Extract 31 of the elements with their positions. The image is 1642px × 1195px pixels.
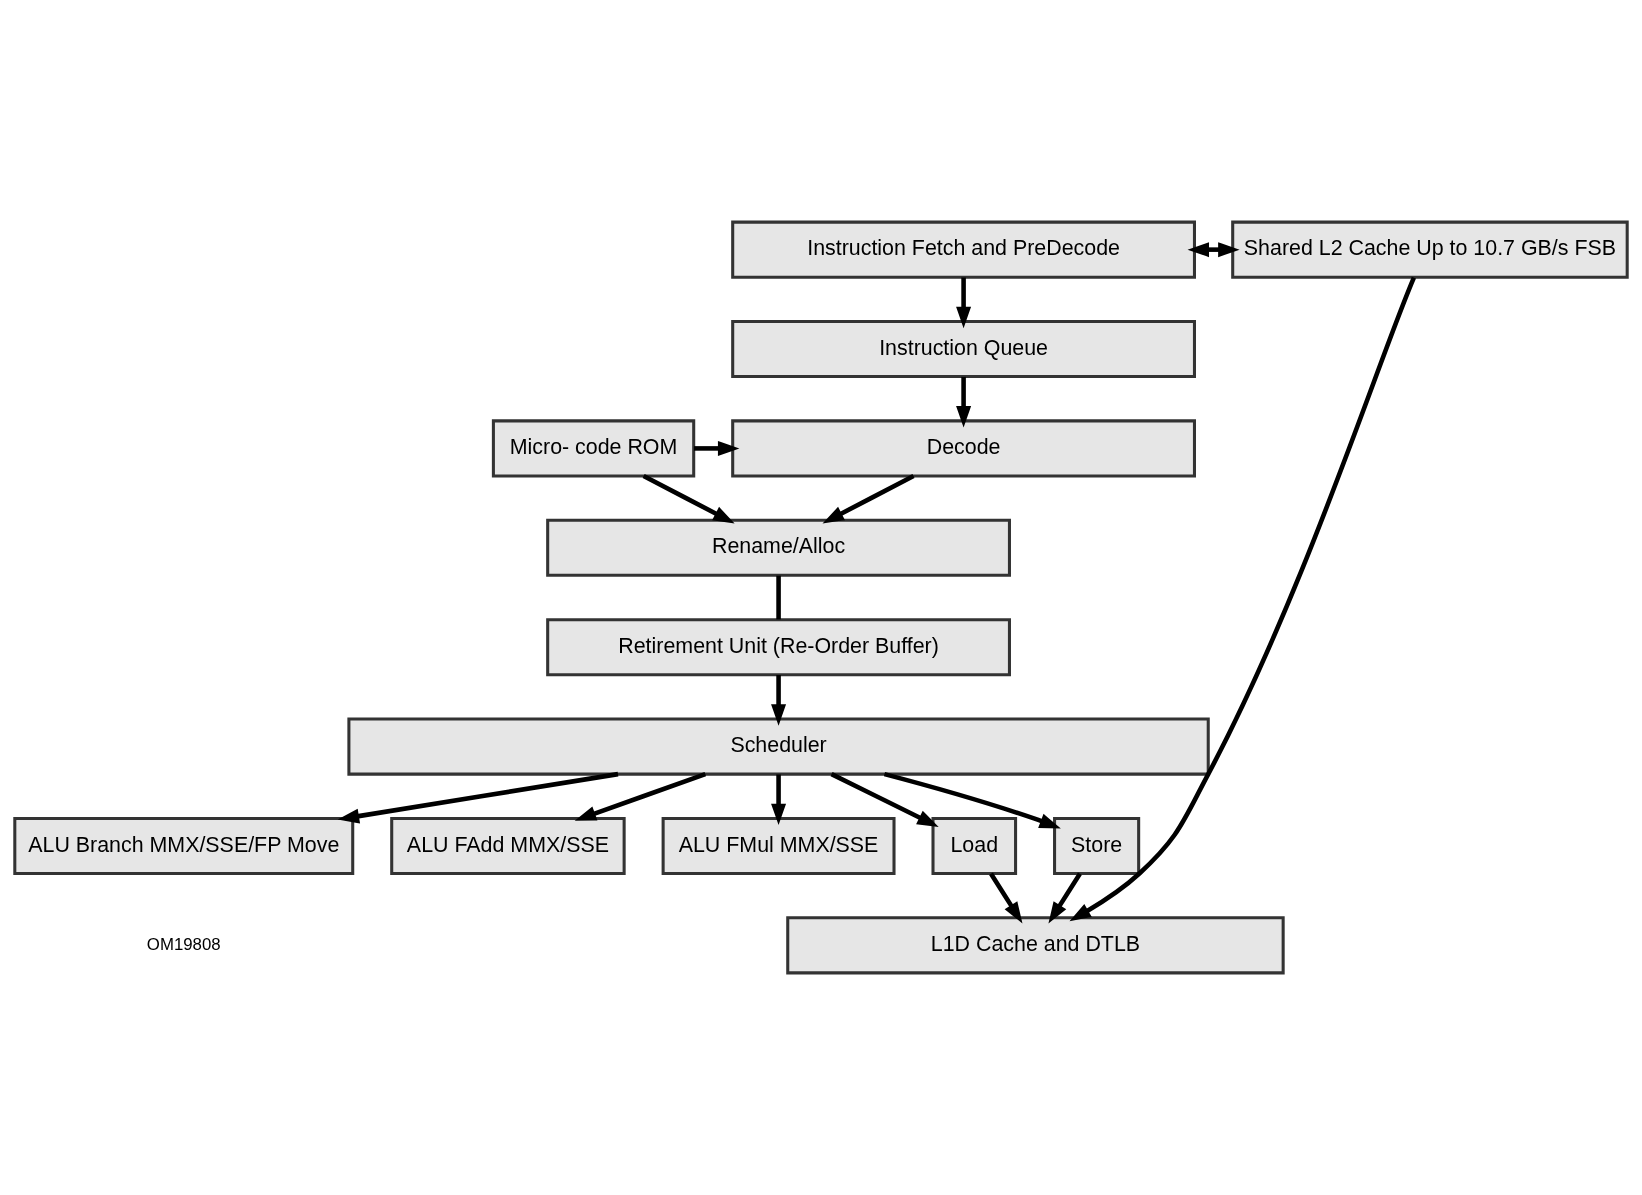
node-box: Instruction Fetch and PreDecode (731, 220, 1196, 279)
arrow (574, 772, 707, 821)
node-box: ALU FAdd MMX/SSE (390, 816, 626, 875)
arrow (771, 774, 787, 826)
label: OM19808 (146, 934, 221, 954)
node-box: Store (1053, 816, 1141, 875)
node-box: ALU FMul MMX/SSE (661, 816, 896, 875)
arrow (1187, 242, 1240, 258)
node-box: Instruction Queue (731, 320, 1196, 379)
arrow (337, 771, 619, 824)
node-box: Shared L2 Cache Up to 10.7 GB/s FSB (1231, 220, 1629, 279)
arrow (830, 772, 939, 827)
arrow (956, 376, 972, 428)
arrow (694, 440, 740, 456)
arrow (956, 277, 972, 329)
node-box: Decode (731, 419, 1196, 478)
node-box: L1D Cache and DTLB (786, 916, 1285, 975)
node-box: Scheduler (347, 717, 1210, 776)
arrow (822, 474, 915, 524)
arrow (642, 474, 735, 524)
node-box: ALU Branch MMX/SSE/FP Move (13, 816, 355, 875)
node-box: Load (931, 816, 1018, 875)
arrow (1048, 872, 1082, 924)
arrow (1069, 276, 1417, 922)
node-box: Rename/Alloc (546, 518, 1011, 577)
node-box: Retirement Unit (Re-Order Buffer) (546, 618, 1011, 677)
arrow (883, 771, 1061, 829)
arrow (771, 675, 787, 726)
arrow (989, 872, 1023, 924)
connector (776, 575, 781, 620)
node-box: Micro- code ROM (491, 419, 696, 478)
